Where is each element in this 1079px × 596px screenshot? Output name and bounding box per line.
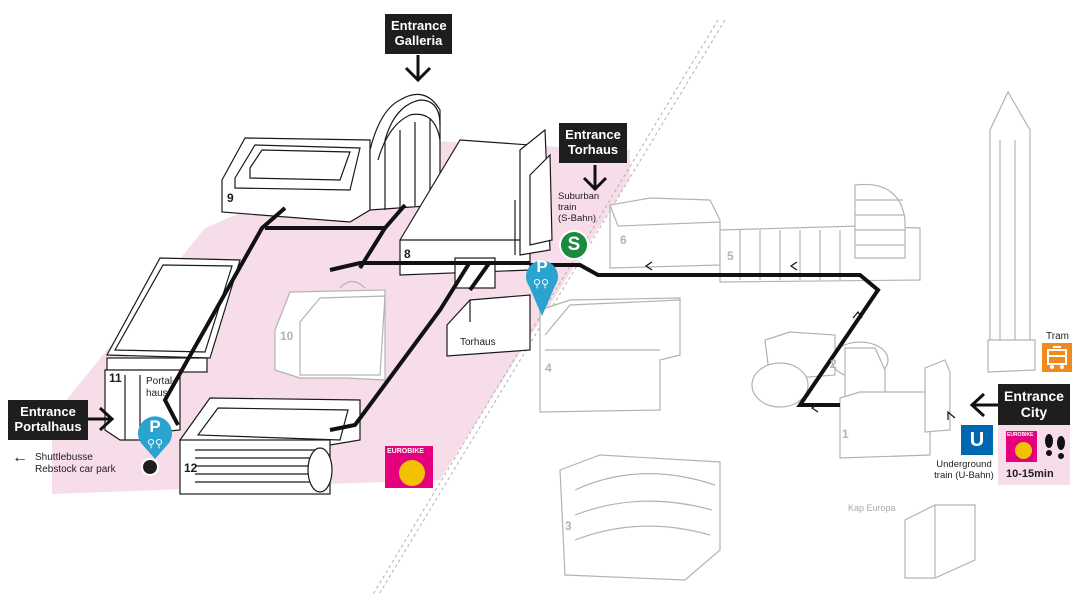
entrance-city-label[interactable]: Entrance City [998, 384, 1070, 425]
shuttle-bus-icon [141, 458, 159, 476]
parking-pin-portalhaus[interactable]: P ⚲⚲ [138, 415, 172, 461]
sbahn-icon[interactable]: S [559, 230, 589, 260]
bike-icon: ⚲⚲ [533, 278, 550, 290]
footsteps-icon [1042, 432, 1068, 462]
eurobike-small-graphic [1015, 442, 1032, 459]
parking-letter: P [536, 257, 548, 276]
eurobike-graphic [399, 460, 425, 486]
entrance-galleria-label[interactable]: Entrance Galleria [385, 14, 452, 54]
fair-buildings [104, 93, 553, 495]
label-portalhaus: Portal- haus [146, 376, 176, 399]
label-hall-11: 11 [109, 371, 122, 385]
eurobike-logo-text: EUROBIKE [387, 448, 424, 455]
hall-10 [274, 280, 386, 381]
parking-pin-torhaus[interactable]: P ⚲⚲ [526, 256, 558, 318]
parking-letter: P [149, 417, 161, 436]
pin-shape-icon [138, 416, 172, 459]
eurobike-logo-small: EUROBIKE [1006, 431, 1037, 462]
label-hall-12: 12 [184, 461, 198, 475]
route-arrows [644, 261, 956, 420]
label-hall-5: 5 [727, 249, 734, 263]
shuttle-label: Shuttlebusse Rebstock car park [35, 452, 116, 475]
grey-buildings [539, 90, 1036, 581]
eurobike-small-text: EUROBIKE [1007, 432, 1034, 438]
label-hall-1: 1 [842, 427, 849, 441]
entrance-portalhaus-label[interactable]: Entrance Portalhaus [8, 400, 88, 440]
tram-label: Tram [1046, 331, 1069, 342]
railway-line-2 [371, 19, 719, 596]
label-hall-8: 8 [404, 247, 411, 261]
bike-icon: ⚲⚲ [147, 438, 164, 450]
tram-icon[interactable] [1042, 343, 1072, 372]
label-kap-europa: Kap Europa [848, 503, 896, 513]
suburban-train-label: Suburban train (S-Bahn) [558, 191, 600, 224]
underground-label: Underground train (U-Bahn) [934, 459, 994, 481]
eurobike-logo: EUROBIKE [385, 446, 433, 488]
shuttle-arrow-icon: ← [12, 449, 28, 466]
label-hall-4: 4 [545, 361, 552, 375]
label-hall-2: 2 [830, 357, 837, 371]
entrance-arrows [88, 55, 998, 432]
label-hall-3: 3 [565, 519, 572, 533]
pin-shape-icon [526, 260, 558, 316]
label-torhaus: Torhaus [460, 337, 496, 348]
entrance-torhaus-label[interactable]: Entrance Torhaus [559, 123, 627, 163]
walk-time-label: 10-15min [1006, 468, 1054, 480]
label-hall-6: 6 [620, 233, 627, 247]
label-hall-10: 10 [280, 329, 294, 343]
walking-routes [162, 203, 881, 432]
ubahn-icon[interactable]: U [961, 425, 993, 455]
label-hall-9: 9 [227, 191, 234, 205]
